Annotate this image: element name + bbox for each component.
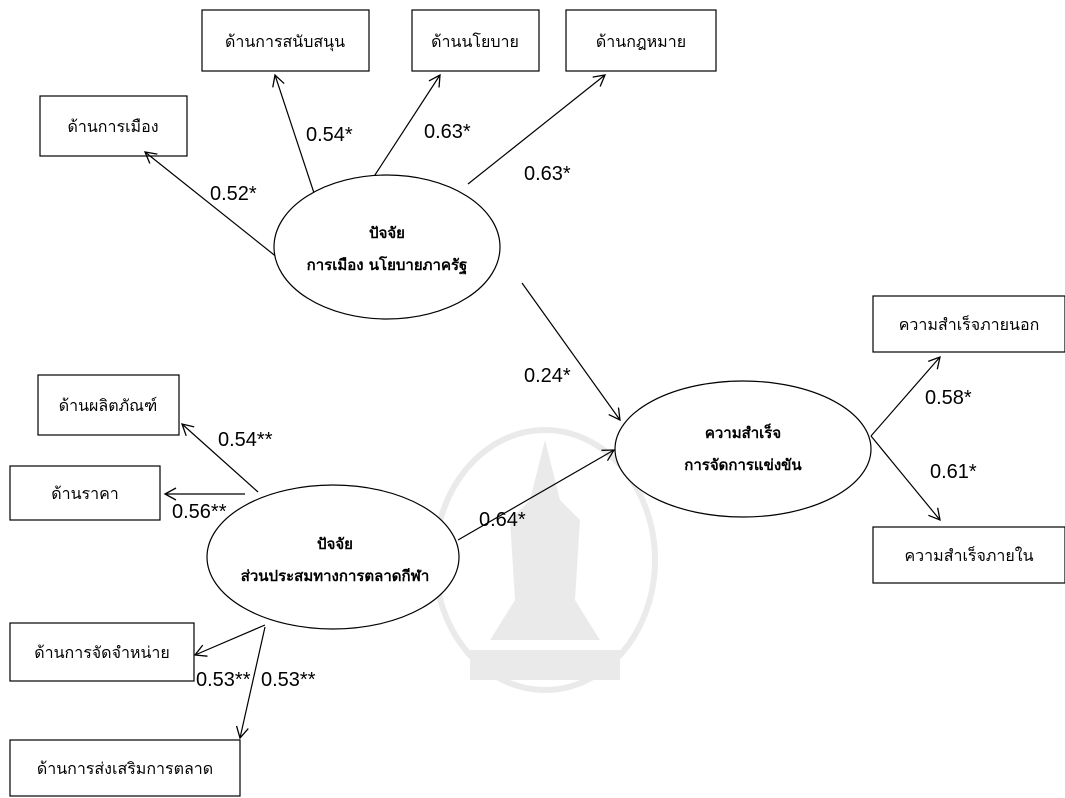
arrow-political-to-policy bbox=[372, 73, 441, 179]
arrow-marketing-to-product bbox=[180, 423, 259, 493]
latent-political-line2: การเมือง นโยบายภาครัฐ bbox=[307, 255, 468, 275]
coef-politics: 0.52* bbox=[210, 183, 257, 205]
box-price: ด้านราคา bbox=[9, 465, 161, 521]
box-politics: ด้านการเมือง bbox=[39, 95, 188, 157]
arrow-marketing-to-distribution bbox=[193, 624, 266, 657]
latent-marketing-line2: ส่วนประสมทางการตลาดกีฬา bbox=[241, 567, 430, 585]
box-internal: ความสำเร็จภายใน bbox=[872, 526, 1065, 584]
arrow-political-to-law bbox=[467, 74, 607, 185]
coef-distribution: 0.53** bbox=[196, 669, 251, 691]
coef-product: 0.54** bbox=[218, 429, 273, 451]
latent-political-line1: ปัจจัย bbox=[369, 224, 405, 242]
box-price-label: ด้านราคา bbox=[51, 484, 119, 503]
box-product: ด้านผลิตภัณฑ์ bbox=[37, 374, 180, 436]
coef-marketing-to-success: 0.64* bbox=[479, 509, 526, 531]
coef-external: 0.58* bbox=[925, 387, 972, 409]
box-promotion-label: ด้านการส่งเสริมการตลาด bbox=[37, 759, 213, 778]
box-policy-label: ด้านนโยบาย bbox=[431, 32, 519, 51]
coef-political-to-success: 0.24* bbox=[524, 365, 571, 387]
latent-success-line2: การจัดการแข่งขัน bbox=[684, 456, 802, 474]
coef-price: 0.56** bbox=[172, 501, 227, 523]
coef-promotion: 0.53** bbox=[261, 669, 316, 691]
box-policy: ด้านนโยบาย bbox=[411, 9, 540, 72]
arrow-success-to-external bbox=[870, 355, 941, 437]
arrow-political-to-success bbox=[521, 282, 621, 422]
coef-law: 0.63* bbox=[524, 163, 571, 185]
latent-marketing: ปัจจัย ส่วนประสมทางการตลาดกีฬา bbox=[206, 484, 460, 630]
coef-internal: 0.61* bbox=[930, 461, 977, 483]
box-support-label: ด้านการสนับสนุน bbox=[225, 32, 345, 52]
coef-policy: 0.63* bbox=[424, 121, 471, 143]
box-law-label: ด้านกฎหมาย bbox=[596, 32, 686, 51]
box-internal-label: ความสำเร็จภายใน bbox=[904, 545, 1033, 565]
latent-political: ปัจจัย การเมือง นโยบายภาครัฐ bbox=[273, 174, 501, 320]
arrows bbox=[143, 73, 941, 740]
arrow-political-to-support bbox=[272, 73, 316, 197]
watermark-emblem bbox=[432, 427, 658, 693]
coef-support: 0.54* bbox=[306, 124, 353, 146]
box-support: ด้านการสนับสนุน bbox=[201, 9, 370, 72]
box-external: ความสำเร็จภายนอก bbox=[872, 295, 1065, 353]
latent-marketing-line1: ปัจจัย bbox=[317, 535, 353, 553]
arrow-political-to-politics bbox=[143, 151, 279, 259]
latent-success-line1: ความสำเร็จ bbox=[705, 423, 781, 442]
arrow-marketing-to-success bbox=[457, 449, 616, 541]
box-distribution: ด้านการจัดจำหน่าย bbox=[9, 622, 195, 682]
arrow-marketing-to-promotion bbox=[235, 626, 266, 740]
box-politics-label: ด้านการเมือง bbox=[67, 117, 158, 136]
box-law: ด้านกฎหมาย bbox=[565, 9, 717, 72]
box-external-label: ความสำเร็จภายนอก bbox=[899, 314, 1040, 334]
box-product-label: ด้านผลิตภัณฑ์ bbox=[59, 396, 158, 415]
box-distribution-label: ด้านการจัดจำหน่าย bbox=[34, 643, 170, 662]
coefficients: 0.52* 0.54* 0.63* 0.63* 0.24* 0.54** 0.5… bbox=[172, 121, 977, 691]
arrow-success-to-internal bbox=[870, 435, 941, 522]
latent-success: ความสำเร็จ การจัดการแข่งขัน bbox=[614, 380, 872, 518]
box-promotion: ด้านการส่งเสริมการตลาด bbox=[9, 739, 241, 797]
